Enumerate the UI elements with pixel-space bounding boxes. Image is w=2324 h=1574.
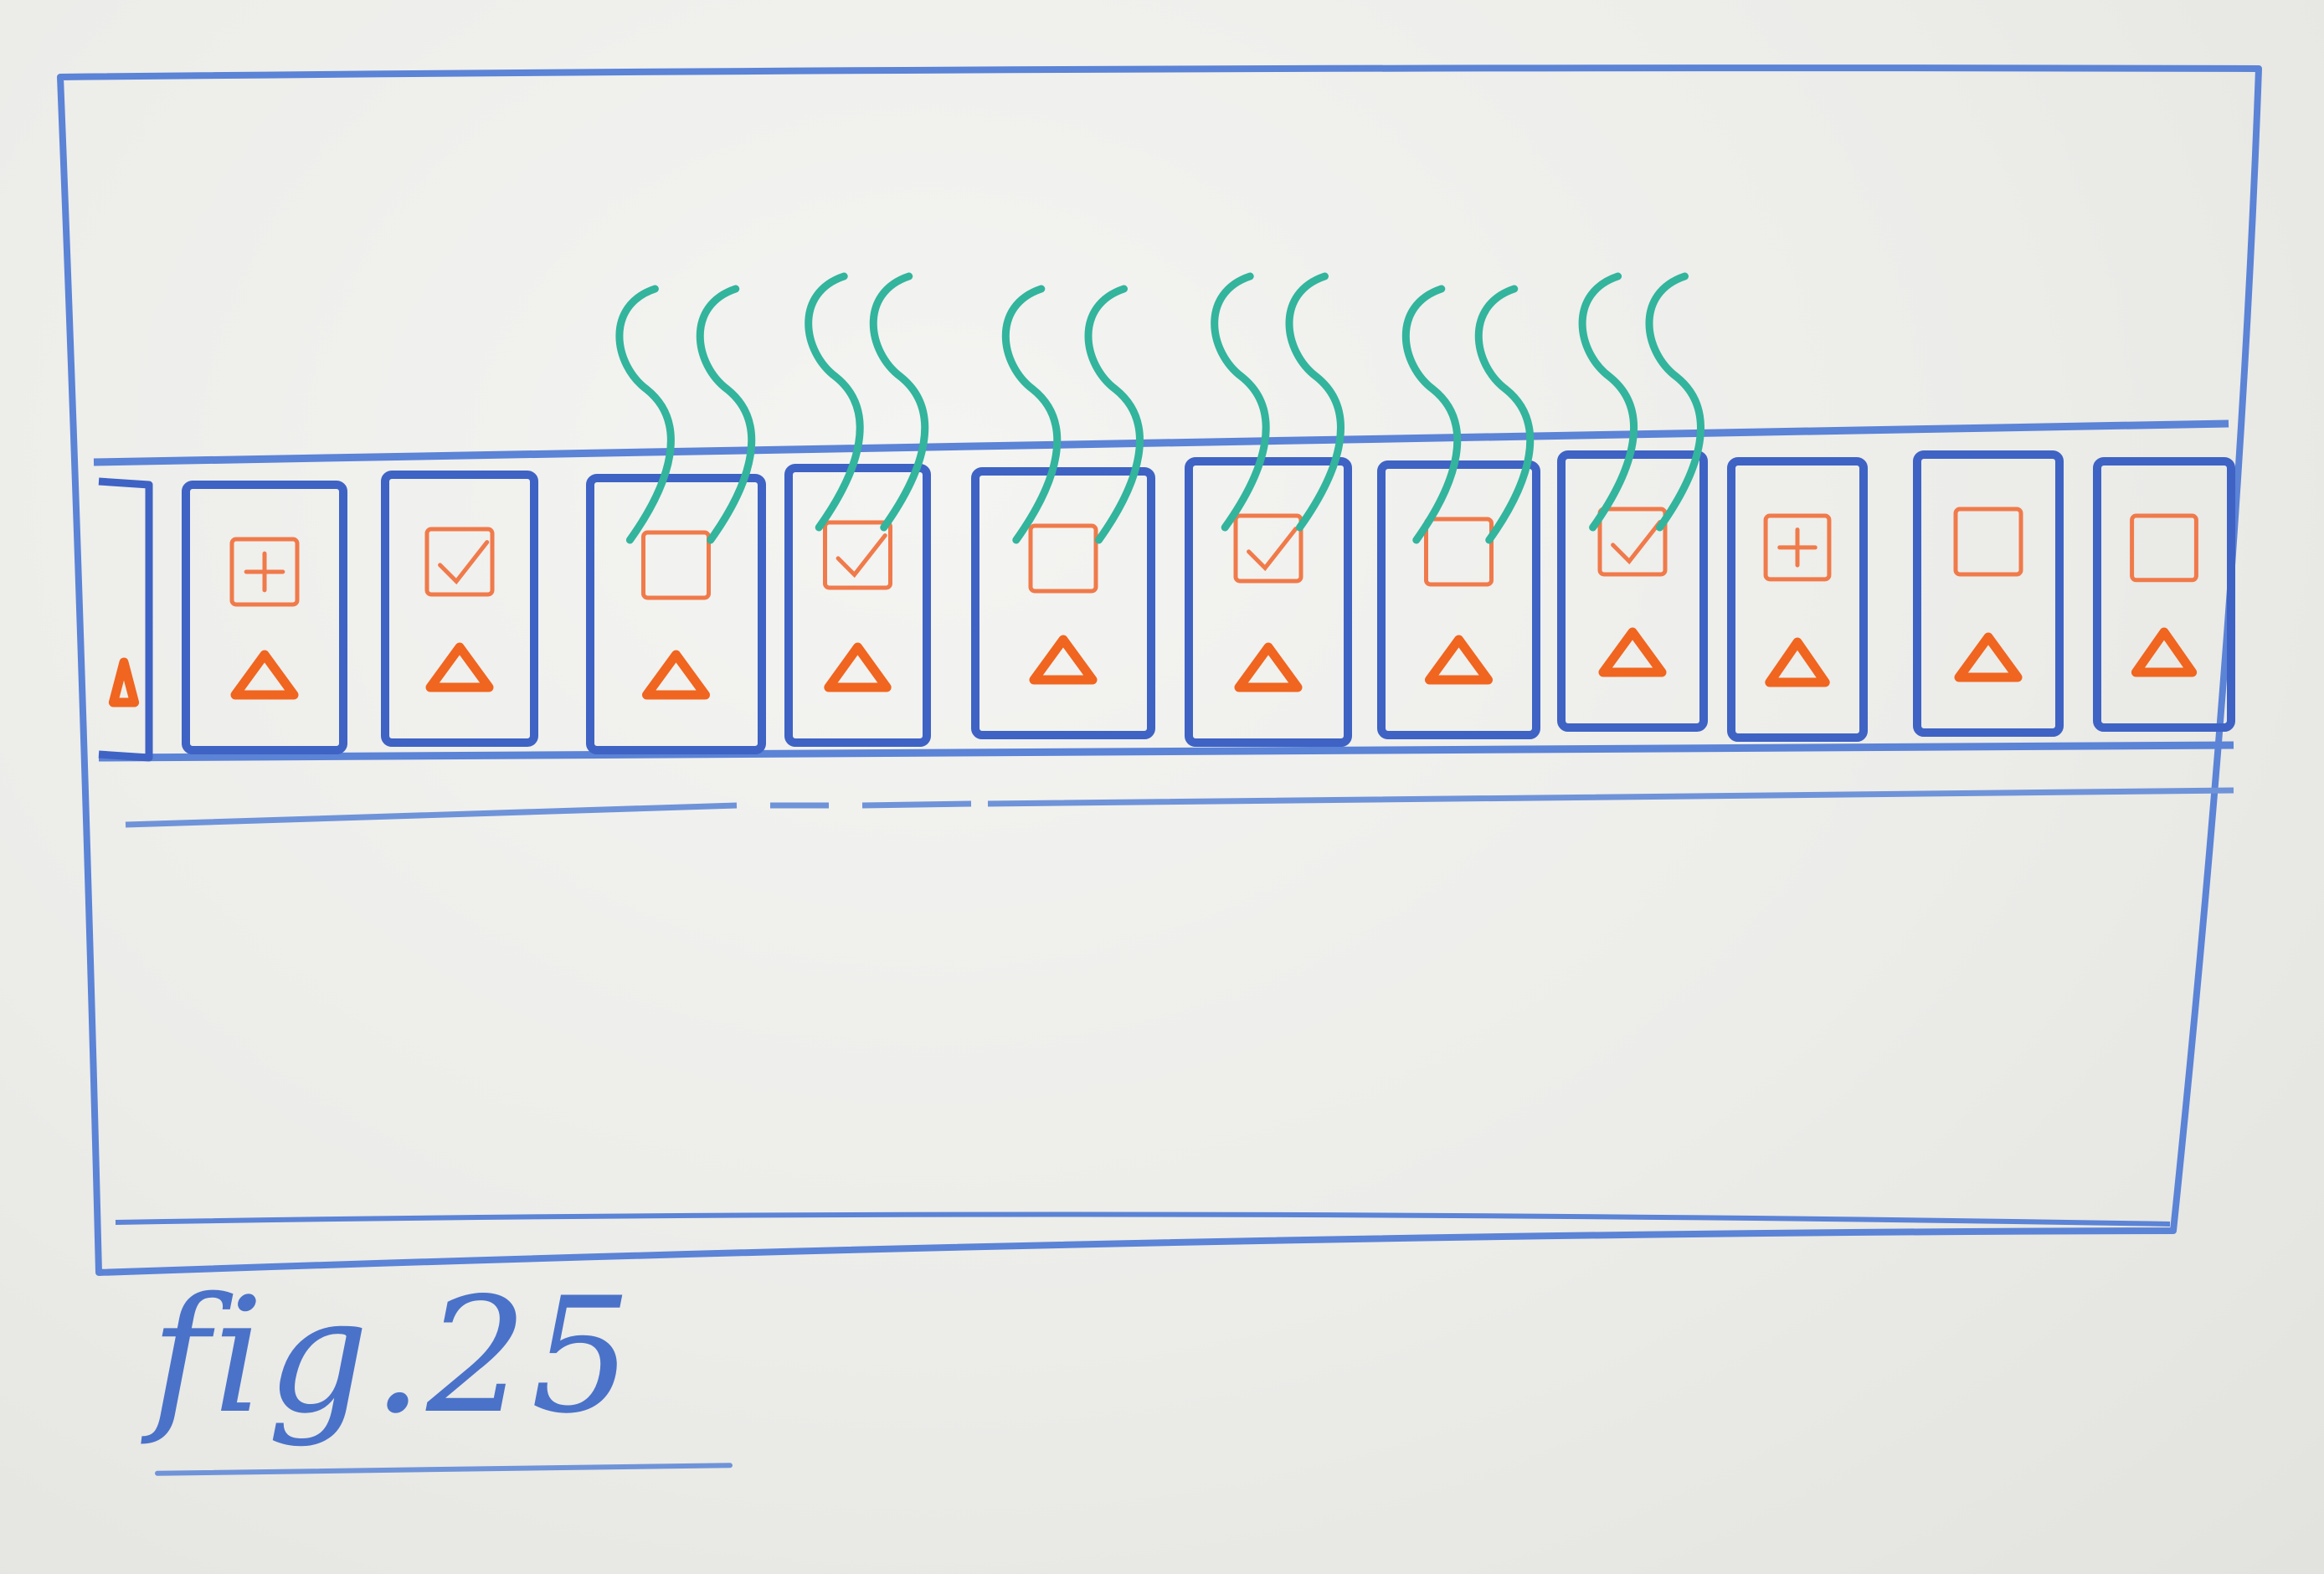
checkmark-icon: [438, 540, 490, 585]
empty-box-icon: [1028, 523, 1098, 594]
empty-box-icon: [1953, 507, 2023, 577]
plus-box-icon: [1763, 513, 1832, 582]
checkmark-icon: [836, 533, 887, 579]
triangle-icon: [2131, 627, 2198, 677]
triangle-icon: [425, 642, 494, 692]
card: [586, 474, 766, 754]
steam-line: [1474, 285, 1535, 544]
strip-bottom-rail: [98, 741, 2234, 762]
triangle-icon: [108, 657, 140, 707]
card: [2093, 457, 2235, 732]
card: [182, 481, 347, 754]
strip-top-rail: [93, 419, 2229, 466]
steam-line: [1084, 285, 1144, 544]
card-border: [1185, 457, 1352, 747]
steam-line: [1401, 285, 1462, 544]
card-border: [586, 474, 766, 754]
card-border: [182, 481, 347, 754]
card-border: [1913, 450, 2064, 737]
steam-line: [615, 285, 675, 544]
checkmark-icon: [1247, 527, 1298, 572]
steam-line: [869, 272, 929, 532]
steam-line: [1211, 272, 1270, 532]
card-border: [381, 471, 538, 747]
card-border: [784, 464, 931, 747]
empty-box-icon: [2130, 513, 2198, 583]
check-box-icon: [1233, 513, 1303, 584]
card: [1377, 460, 1540, 739]
card-border: [2093, 457, 2235, 732]
triangle-icon: [1765, 637, 1830, 687]
card: [381, 471, 538, 747]
card: [971, 467, 1155, 739]
triangle-icon: [1029, 635, 1098, 685]
card: [1913, 450, 2064, 737]
triangle-icon: [1425, 635, 1493, 685]
plus-box-icon: [229, 537, 300, 607]
empty-box-icon: [641, 530, 711, 600]
card: [98, 477, 153, 762]
plus-icon: [1777, 527, 1818, 568]
strip-shadow-rail: [125, 787, 2234, 828]
figure-caption: fig.25: [151, 1263, 635, 1448]
frame-bottom-line: [115, 1211, 2171, 1227]
plus-icon: [244, 551, 285, 593]
card-strip: [98, 450, 2235, 762]
card: [1727, 457, 1868, 742]
check-box-icon: [823, 520, 892, 590]
steam-line: [1578, 272, 1638, 532]
card-border: [98, 477, 153, 762]
steam-line: [805, 272, 864, 532]
check-box-icon: [424, 527, 495, 597]
triangle-icon: [642, 650, 710, 700]
triangle-icon: [824, 642, 892, 692]
steam-line: [1001, 285, 1062, 544]
steam-line: [1645, 272, 1704, 532]
card-border: [971, 467, 1155, 739]
card-border: [1727, 457, 1868, 742]
empty-box-icon: [1424, 517, 1494, 587]
steam-line: [696, 285, 756, 544]
outer-frame: [57, 64, 2262, 1276]
checkmark-icon: [1611, 520, 1663, 565]
triangle-icon: [1234, 642, 1303, 692]
steam-layer: [615, 272, 1704, 544]
card: [1185, 457, 1352, 747]
card-border: [1377, 460, 1540, 739]
triangle-icon: [1598, 627, 1667, 677]
triangle-icon: [230, 650, 299, 700]
triangle-icon: [1954, 632, 2023, 682]
check-box-icon: [1597, 507, 1668, 577]
steam-line: [1285, 272, 1345, 532]
card: [784, 464, 931, 747]
